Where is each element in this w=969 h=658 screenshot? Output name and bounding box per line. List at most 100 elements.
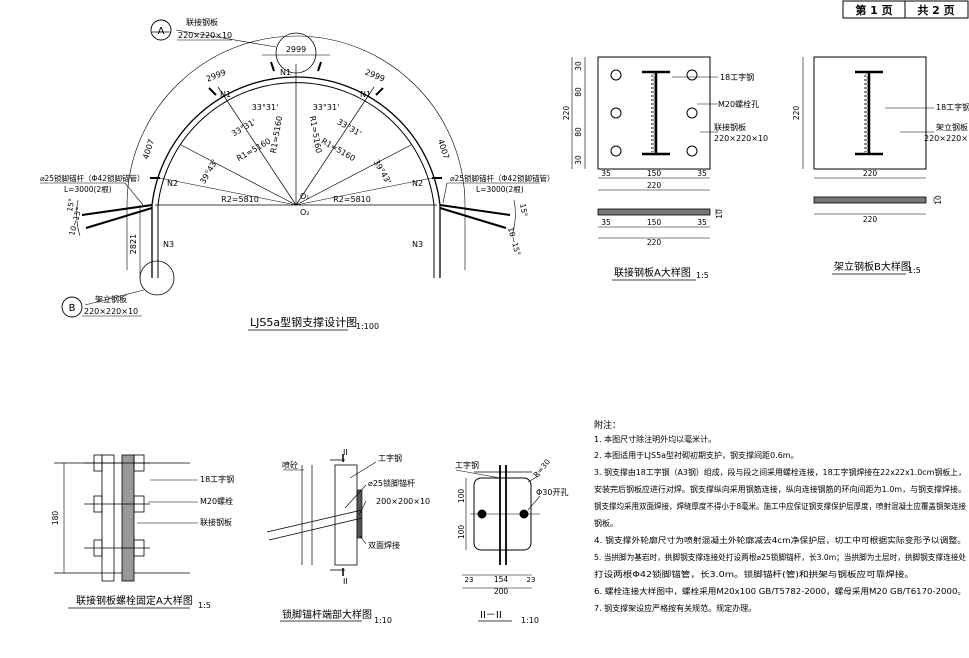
- arch-labels: A 联接钢板 220×220×10 B 架立钢板 220×220×10 2999…: [40, 17, 555, 331]
- page-current: 第 1 页: [855, 3, 892, 17]
- section-detail-dim-total: 200: [494, 587, 509, 596]
- angle-top-left: 33°31': [252, 103, 279, 112]
- note-line: 3. 钢支撑由18工字钢（A3钢）组成，段与段之间采用螺栓连接，18工字钢焊接在…: [594, 467, 966, 477]
- bolt-detail-label: 联接钢板: [200, 517, 232, 527]
- node-label: N2: [412, 179, 423, 188]
- plate-b-beam-label: 18工字钢: [936, 102, 969, 112]
- plate-b-dim-total-h: 220: [863, 169, 878, 178]
- anchor-right-length: L=3000(2根): [476, 184, 524, 194]
- r1-label: R1=5160: [308, 115, 323, 154]
- bolt-detail-scale: 1:5: [198, 601, 211, 610]
- note-line: 1. 本图尺寸除注明外均以毫米计。: [594, 434, 716, 444]
- plate-a-dim-h2: 150: [647, 218, 662, 227]
- angle-top-right: 33°31': [313, 103, 340, 112]
- note-line: 7. 钢支撑架设应严格按有关规范。规定办理。: [594, 603, 756, 613]
- plate-a-dim-h: 35: [601, 169, 611, 178]
- section-detail-dim-h: 23: [527, 576, 536, 584]
- anchor-detail-label: ⌀25锁脚锚杆: [368, 478, 415, 488]
- node-label: N1: [360, 90, 371, 99]
- callout-a-size: 220×220×10: [178, 31, 232, 40]
- anchor-angle: 15°: [65, 197, 76, 212]
- origin-o1: O₁: [300, 192, 310, 201]
- section-detail-dim-h: 154: [494, 575, 509, 584]
- arch-drawing: [40, 19, 540, 318]
- plate-b-labels: 18工字钢 架立钢板 220×220×10 220 220 220 10 架立钢…: [792, 102, 969, 275]
- plate-a-dim-h2: 35: [601, 218, 611, 227]
- plate-a-beam-label: 18工字钢: [720, 72, 754, 82]
- plate-b-plate-size: 220×220×10: [924, 134, 969, 143]
- plate-a-dim-h: 150: [647, 169, 662, 178]
- anchor-detail-label: 200×200×10: [376, 497, 430, 506]
- node-label: N1: [220, 90, 231, 99]
- plate-b-scale: 1:5: [908, 266, 921, 275]
- plate-a-labels: 18工字钢 M20螺栓孔 联接钢板 220×220×10 30 80 80 30…: [562, 61, 768, 280]
- node-label: N3: [163, 240, 174, 249]
- section-detail-label: Φ30开孔: [536, 488, 568, 497]
- bolt-detail-title: 联接钢板螺栓固定A大样图: [76, 594, 193, 607]
- plate-a-dim-v: 30: [574, 155, 583, 165]
- plate-a-dim-total-h: 220: [647, 181, 662, 190]
- plate-a-dim-total-h2: 220: [647, 238, 662, 247]
- note-line: 6. 螺栓连接大样图中，螺栓采用M20x100 GB/T5782-2000，螺母…: [594, 586, 966, 596]
- note-line: 4. 钢支撑外轮廓尺寸为喷射混凝土外轮廓减去4cm净保护层，切工中可根据实际变形…: [594, 535, 966, 545]
- section-detail-title: II－II: [480, 610, 502, 621]
- anchor-detail-labels: 喷砼 工字钢 ⌀25锁脚锚杆 200×200×10 双面焊接 II II 锁脚锚…: [282, 448, 430, 625]
- note-line: 钢支撑均采用双面焊接，焊缝厚度不得小于8毫米。施工中应保证钢支撑保护层厚度，喷射…: [594, 501, 966, 511]
- r1-label: R1=5160: [269, 115, 284, 154]
- section-detail-dim-v: 100: [457, 489, 466, 504]
- bolt-detail-drawing: [54, 454, 198, 609]
- bolt-detail-dim: 180: [51, 511, 60, 526]
- notes-heading: 附注：: [594, 419, 621, 431]
- anchor-detail-title: 锁脚锚杆端部大样图: [282, 608, 372, 621]
- notes-block: 附注： 1. 本图尺寸除注明外均以毫米计。 2. 本图适用于LJS5a型衬砌初期…: [594, 419, 966, 613]
- plate-b-plate-label: 架立钢板: [936, 122, 968, 132]
- plate-b-dim-thickness: 10: [934, 195, 943, 205]
- note-line: 2. 本图适用于LJS5a型衬砌初期支护，钢支撑间距0.6m。: [594, 450, 799, 460]
- section-detail-dim-v: 100: [457, 525, 466, 540]
- plate-a-bolt-label: M20螺栓孔: [718, 99, 759, 109]
- r2-label: R2=5810: [333, 195, 371, 204]
- plate-a-dim-v: 30: [574, 61, 583, 71]
- callout-b-name: 架立钢板: [95, 294, 127, 304]
- node-label: N3: [412, 240, 423, 249]
- plate-a-plate-label: 联接钢板: [714, 122, 746, 132]
- plate-a-plate-size: 220×220×10: [714, 134, 768, 143]
- plate-b-drawing: [802, 56, 935, 275]
- anchor-angle: 10~15°: [506, 226, 522, 257]
- plate-a-dim-v: 80: [574, 127, 583, 137]
- bolt-detail-label: M20螺栓: [200, 496, 233, 506]
- dim-arc-top: 2999: [286, 45, 306, 54]
- r2-label: R2=5810: [221, 195, 259, 204]
- main-drawing-scale: 1:100: [356, 322, 379, 331]
- callout-a-circle: [150, 19, 172, 41]
- section-detail-labels: 工字钢 Φ30开孔 R=30 100 100 23 154 23 200 II－…: [455, 457, 568, 625]
- anchor-detail-label: 工字钢: [378, 453, 402, 463]
- section-detail-dim-h: 23: [465, 576, 474, 584]
- section-detail-drawing: [455, 465, 541, 622]
- note-line: 打设两根Φ42锁脚锚管，长3.0m。锁脚锚杆(管)和拱架与钢板应可靠焊接。: [594, 569, 914, 579]
- angle-mid-left: 33°31': [230, 117, 258, 138]
- anchor-left-label: ⌀25锁脚锚杆（Φ42锁脚锚管）: [40, 173, 145, 183]
- plate-a-drawing: [571, 56, 718, 281]
- section-mark: II: [343, 448, 348, 457]
- note-line: 安装完后钢板应进行对焊。钢支撑纵向采用钢筋连接，纵向连接钢筋的环向间距为1.0m…: [594, 484, 966, 494]
- plate-a-dim-thickness: 10: [715, 209, 724, 219]
- note-line: 钢板。: [594, 518, 618, 528]
- anchor-angle: 15°: [518, 203, 529, 218]
- plate-b-title: 架立钢板B大样图: [834, 260, 911, 273]
- bolt-detail-labels: 18工字钢 M20螺栓 联接钢板 180 联接钢板螺栓固定A大样图 1:5: [51, 474, 234, 610]
- dim-side-right: 4007: [436, 138, 451, 160]
- plate-a-dim-h: 35: [697, 169, 707, 178]
- dim-leg: 2821: [129, 234, 138, 254]
- anchor-right-label: ⌀25锁脚锚杆（Φ42锁脚锚管）: [450, 173, 555, 183]
- anchor-left-length: L=3000(2根): [64, 184, 112, 194]
- plate-b-dim-total-v: 220: [792, 106, 801, 121]
- dim-side-left: 4007: [141, 138, 156, 160]
- callout-a-letter: A: [158, 26, 165, 37]
- plate-b-dim-total-h2: 220: [863, 215, 878, 224]
- plate-a-dim-h2: 35: [697, 218, 707, 227]
- origin-o2: O₂: [300, 208, 310, 217]
- callout-b-letter: B: [69, 303, 76, 314]
- section-detail-label: 工字钢: [455, 460, 479, 470]
